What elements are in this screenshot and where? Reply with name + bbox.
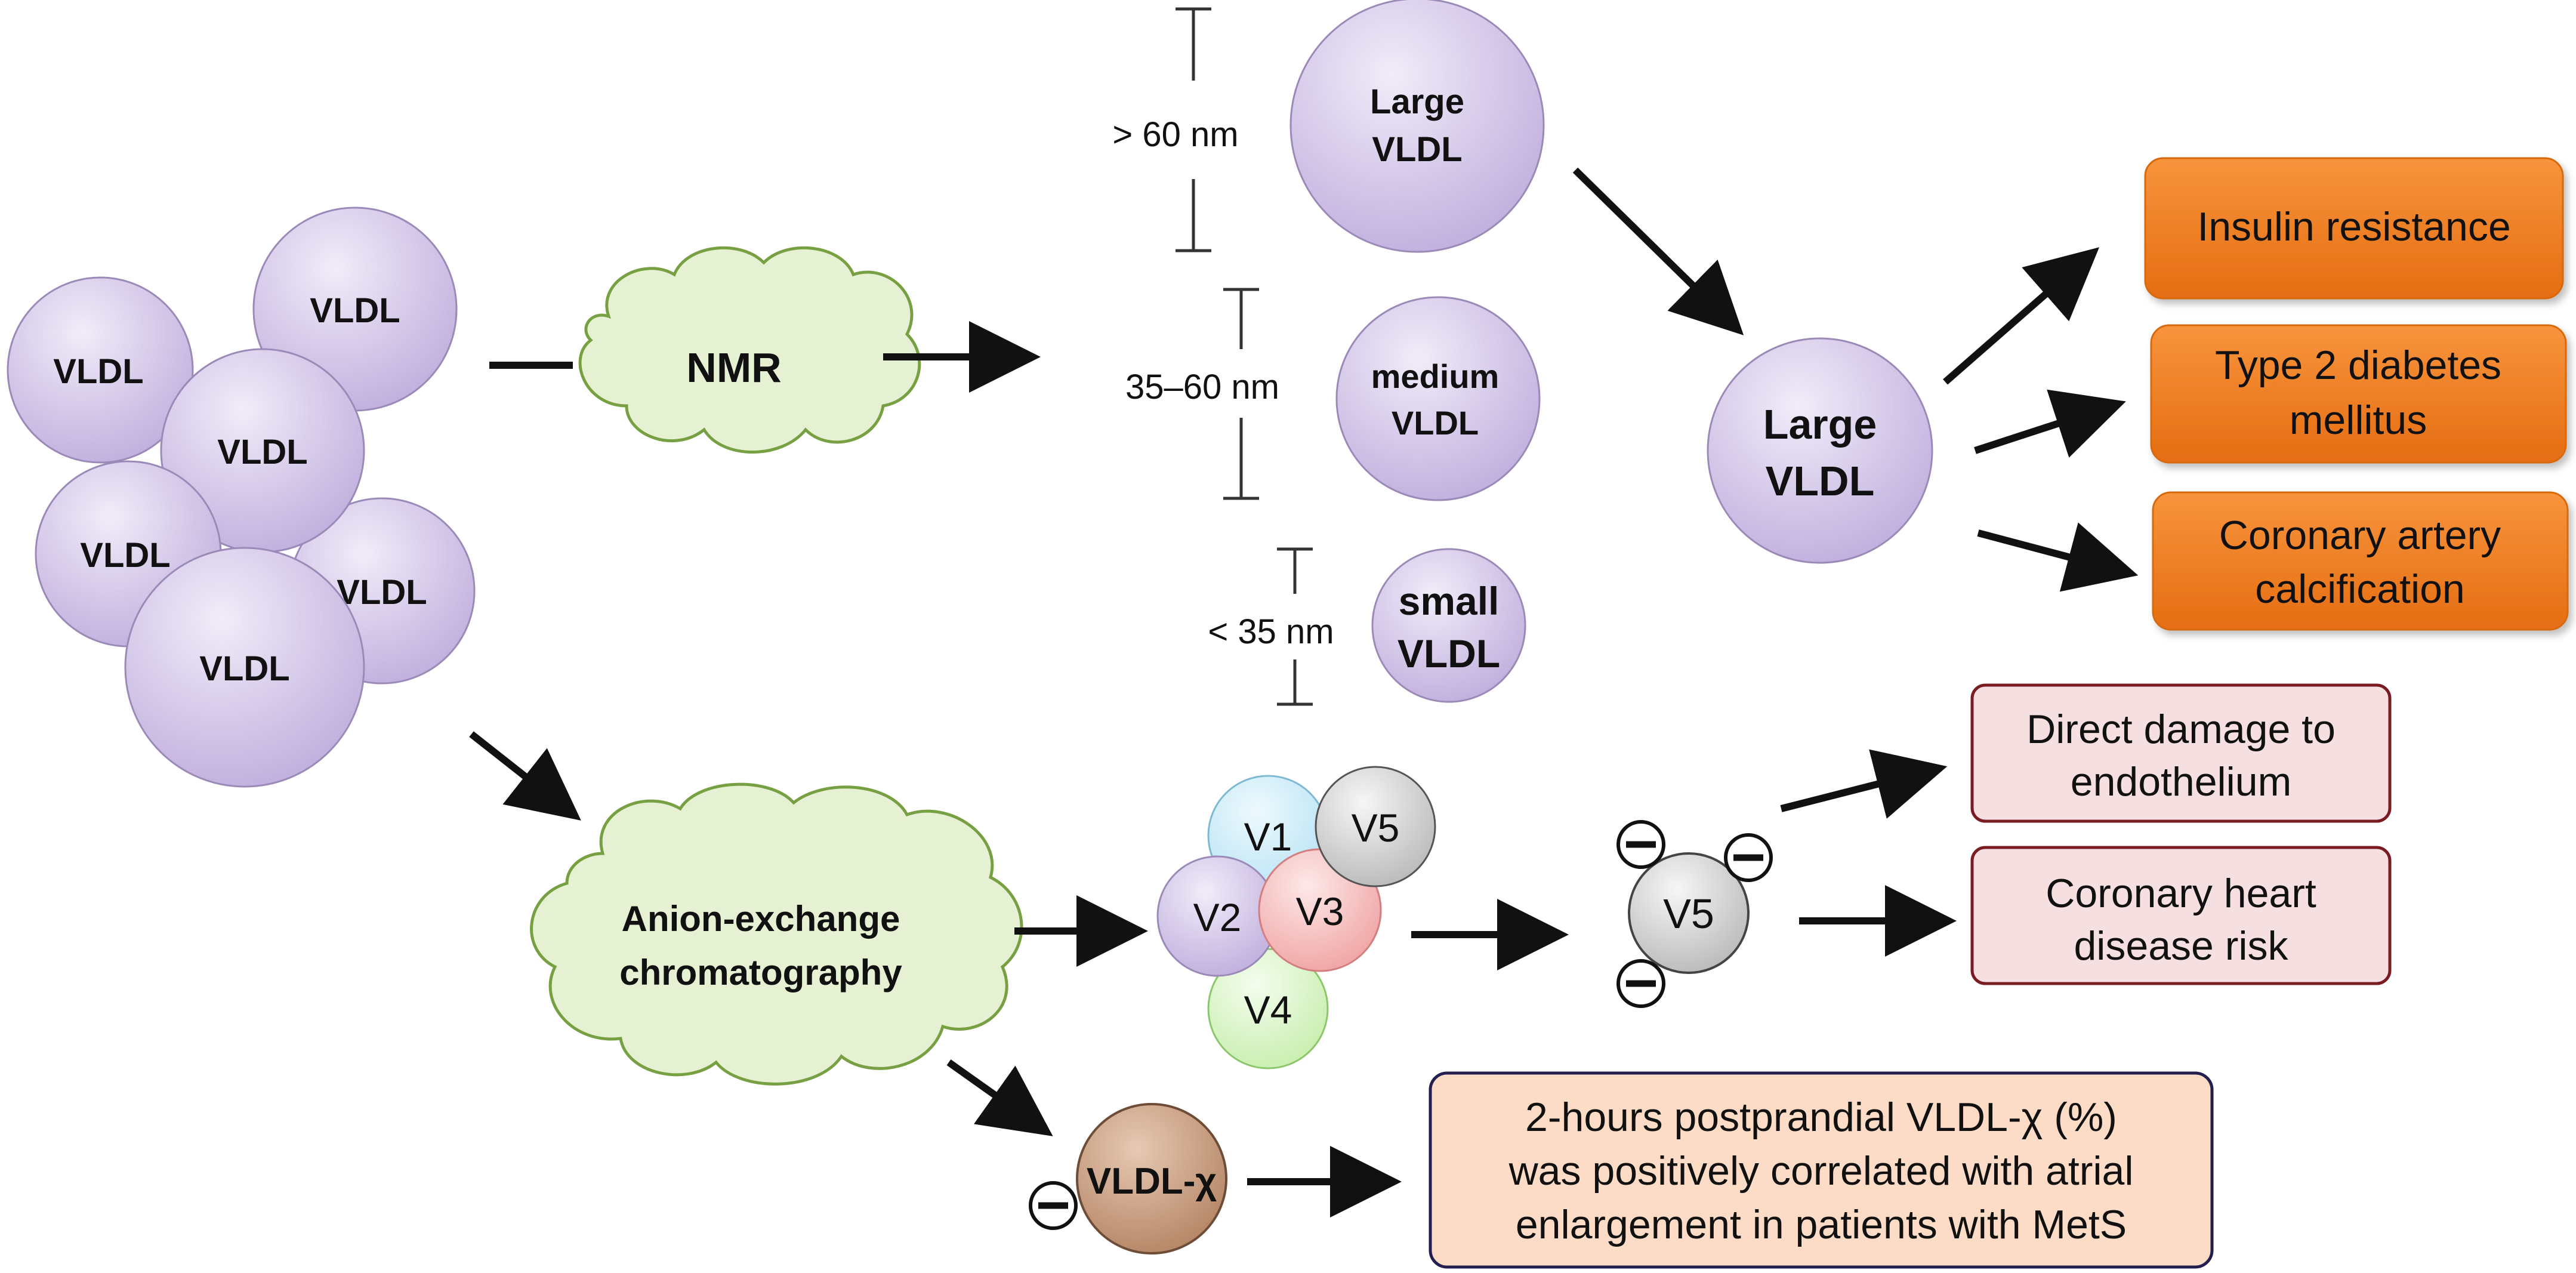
subfraction-cluster: V1 V4 V2 V3 V5	[1156, 766, 1436, 1069]
finding-line1: 2-hours postprandial VLDL-χ (%)	[1525, 1095, 2117, 1140]
nmr-cloud: NMR	[578, 246, 921, 454]
to-cac-arrow	[1977, 522, 2139, 592]
medium-vldl-line1: medium	[1371, 357, 1500, 395]
v5-to-damage-arrow	[1780, 749, 1948, 819]
cluster-to-chromatography-arrow	[469, 731, 581, 821]
small-vldl-line2: VLDL	[1397, 631, 1500, 676]
vldl-particle-label: VLDL	[337, 573, 427, 612]
effect-chd-line2: disease risk	[2074, 923, 2288, 969]
to-insulin-arrow	[1943, 247, 2100, 385]
to-diabetes-arrow	[1974, 389, 2126, 458]
medium-vldl-particle: medium VLDL	[1335, 296, 1541, 501]
medium-vldl-line2: VLDL	[1392, 404, 1479, 442]
vldl-cluster: VLDL VLDL VLDL VLDL VLDL VLDL	[7, 206, 476, 788]
nmr-label: NMR	[686, 344, 781, 391]
vldl-particle-6: VLDL	[124, 547, 365, 788]
large-vldl-particle: Large VLDL	[1289, 0, 1545, 253]
subfraction-v2: V2	[1156, 855, 1278, 977]
chromatography-cloud: Anion-exchange chromatography	[530, 782, 1023, 1086]
vldl-particle-label: VLDL	[53, 352, 143, 391]
chromatography-to-vldl-chi-arrow	[946, 1059, 1053, 1136]
finding-box: 2-hours postprandial VLDL-χ (%) was posi…	[1429, 1071, 2214, 1269]
effect-damage-line2: endothelium	[2071, 759, 2291, 805]
small-vldl-particle: small VLDL	[1371, 548, 1526, 703]
size-label-medium: 35–60 nm	[1125, 368, 1279, 406]
large-vldl-result-line1: Large	[1763, 401, 1877, 448]
outcome-insulin-box: Insulin resistance	[2144, 157, 2564, 300]
subfraction-v5-label: V5	[1352, 806, 1400, 850]
subfraction-v4: V4	[1207, 948, 1329, 1069]
subfraction-v2-label: V2	[1193, 895, 1242, 939]
effect-chd-line1: Coronary heart	[2046, 871, 2316, 916]
subfraction-v1-label: V1	[1244, 815, 1292, 859]
chromatography-label-line2: chromatography	[619, 953, 902, 992]
large-vldl-result-line2: VLDL	[1766, 458, 1875, 504]
v5-particle-label: V5	[1663, 890, 1714, 937]
subfraction-v4-label: V4	[1244, 988, 1292, 1032]
outcome-insulin-text: Insulin resistance	[2197, 204, 2510, 249]
large-vldl-line1: Large	[1370, 82, 1464, 121]
arrows	[469, 167, 2139, 1217]
effect-damage-box: Direct damage to endothelium	[1970, 683, 2392, 823]
negative-charge-icon	[1724, 833, 1773, 882]
v5-particle: V5	[1628, 852, 1750, 974]
large-to-result-arrow	[1572, 167, 1744, 335]
subfraction-v5: V5	[1315, 766, 1436, 887]
large-vldl-result: Large VLDL	[1707, 337, 1933, 564]
chromatography-label-line1: Anion-exchange	[622, 899, 900, 939]
size-label-small: < 35 nm	[1208, 612, 1334, 651]
finding-line2: was positively correlated with atrial	[1508, 1148, 2134, 1194]
outcome-cac-line1: Coronary artery	[2219, 513, 2501, 558]
vldl-particle-label: VLDL	[217, 433, 307, 471]
vldl-particle-label: VLDL	[310, 291, 400, 330]
subfraction-v3-label: V3	[1296, 889, 1344, 933]
vldl-chi-label: VLDL-χ	[1087, 1161, 1217, 1202]
effect-chd-box: Coronary heart disease risk	[1970, 846, 2392, 985]
vldl-particle-2: VLDL	[7, 276, 194, 464]
size-label-large: > 60 nm	[1112, 115, 1238, 154]
effect-damage-line1: Direct damage to	[2026, 707, 2336, 752]
small-vldl-line1: small	[1399, 579, 1500, 623]
vldl-particle-4: VLDL	[160, 348, 365, 553]
negative-charge-icon	[1029, 1181, 1078, 1230]
outcome-cac-box: Coronary artery calcification	[2152, 491, 2569, 631]
negative-charge-icon	[1616, 959, 1665, 1008]
vldl-particle-label: VLDL	[80, 536, 170, 575]
outcome-diabetes-line1: Type 2 diabetes	[2215, 343, 2501, 388]
outcome-cac-line2: calcification	[2255, 566, 2465, 612]
outcome-diabetes-box: Type 2 diabetes mellitus	[2150, 324, 2567, 464]
outcome-diabetes-line2: mellitus	[2290, 397, 2427, 443]
size-brackets	[1176, 7, 1313, 706]
vldl-chi-particle: VLDL-χ	[1076, 1103, 1227, 1254]
large-vldl-line2: VLDL	[1372, 130, 1462, 169]
finding-line3: enlargement in patients with MetS	[1516, 1202, 2127, 1247]
negative-charge-icon	[1616, 820, 1665, 869]
vldl-particle-label: VLDL	[199, 649, 289, 688]
